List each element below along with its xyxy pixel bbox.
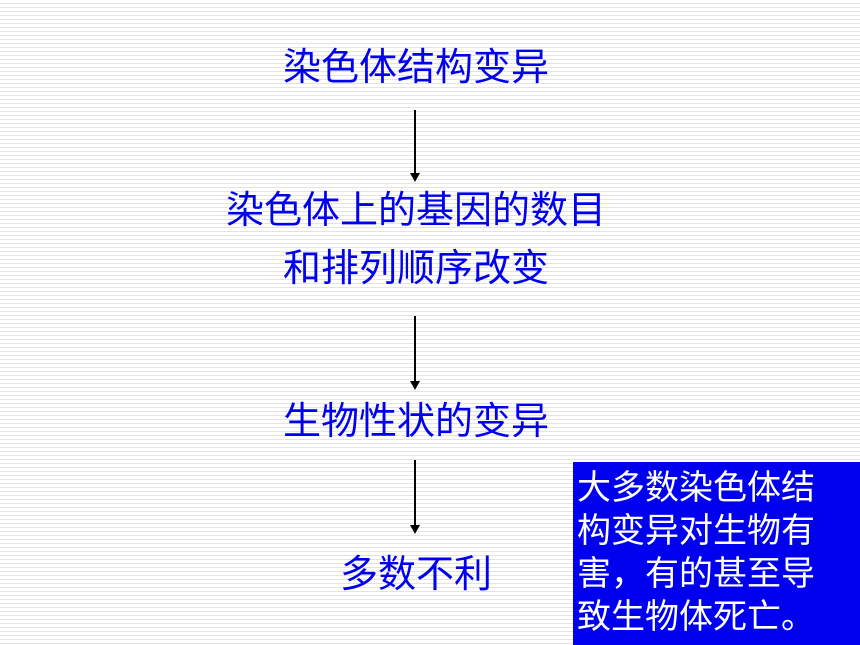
flow-node-text: 多数不利 [339, 552, 492, 596]
flow-node-text: 生物性状的变异 [282, 399, 549, 443]
flow-node-text: 染色体结构变异 [282, 45, 549, 89]
flow-node-structural-variation: 染色体结构变异 [0, 38, 832, 96]
flow-arrow-1 [410, 110, 420, 182]
explanation-note-box: 大多数染色体结 构变异对生物有 害，有的甚至导 致生物体死亡。 [573, 462, 860, 645]
flow-node-text: 和排列顺序改变 [282, 246, 549, 290]
flow-arrow-2 [410, 316, 420, 390]
flow-node-text: 染色体上的基因的数目 [225, 188, 606, 232]
flow-node-trait-variation: 生物性状的变异 [0, 392, 832, 450]
flow-node-gene-number-order-change: 染色体上的基因的数目 和排列顺序改变 [0, 181, 832, 297]
note-line: 致生物体死亡。 [577, 597, 815, 637]
flow-arrow-3 [410, 460, 420, 534]
flow-node-mostly-harmful: 多数不利 [0, 545, 832, 603]
note-line: 构变异对生物有 [577, 511, 815, 551]
note-line: 大多数染色体结 [577, 468, 815, 508]
note-line: 害，有的甚至导 [577, 554, 815, 594]
